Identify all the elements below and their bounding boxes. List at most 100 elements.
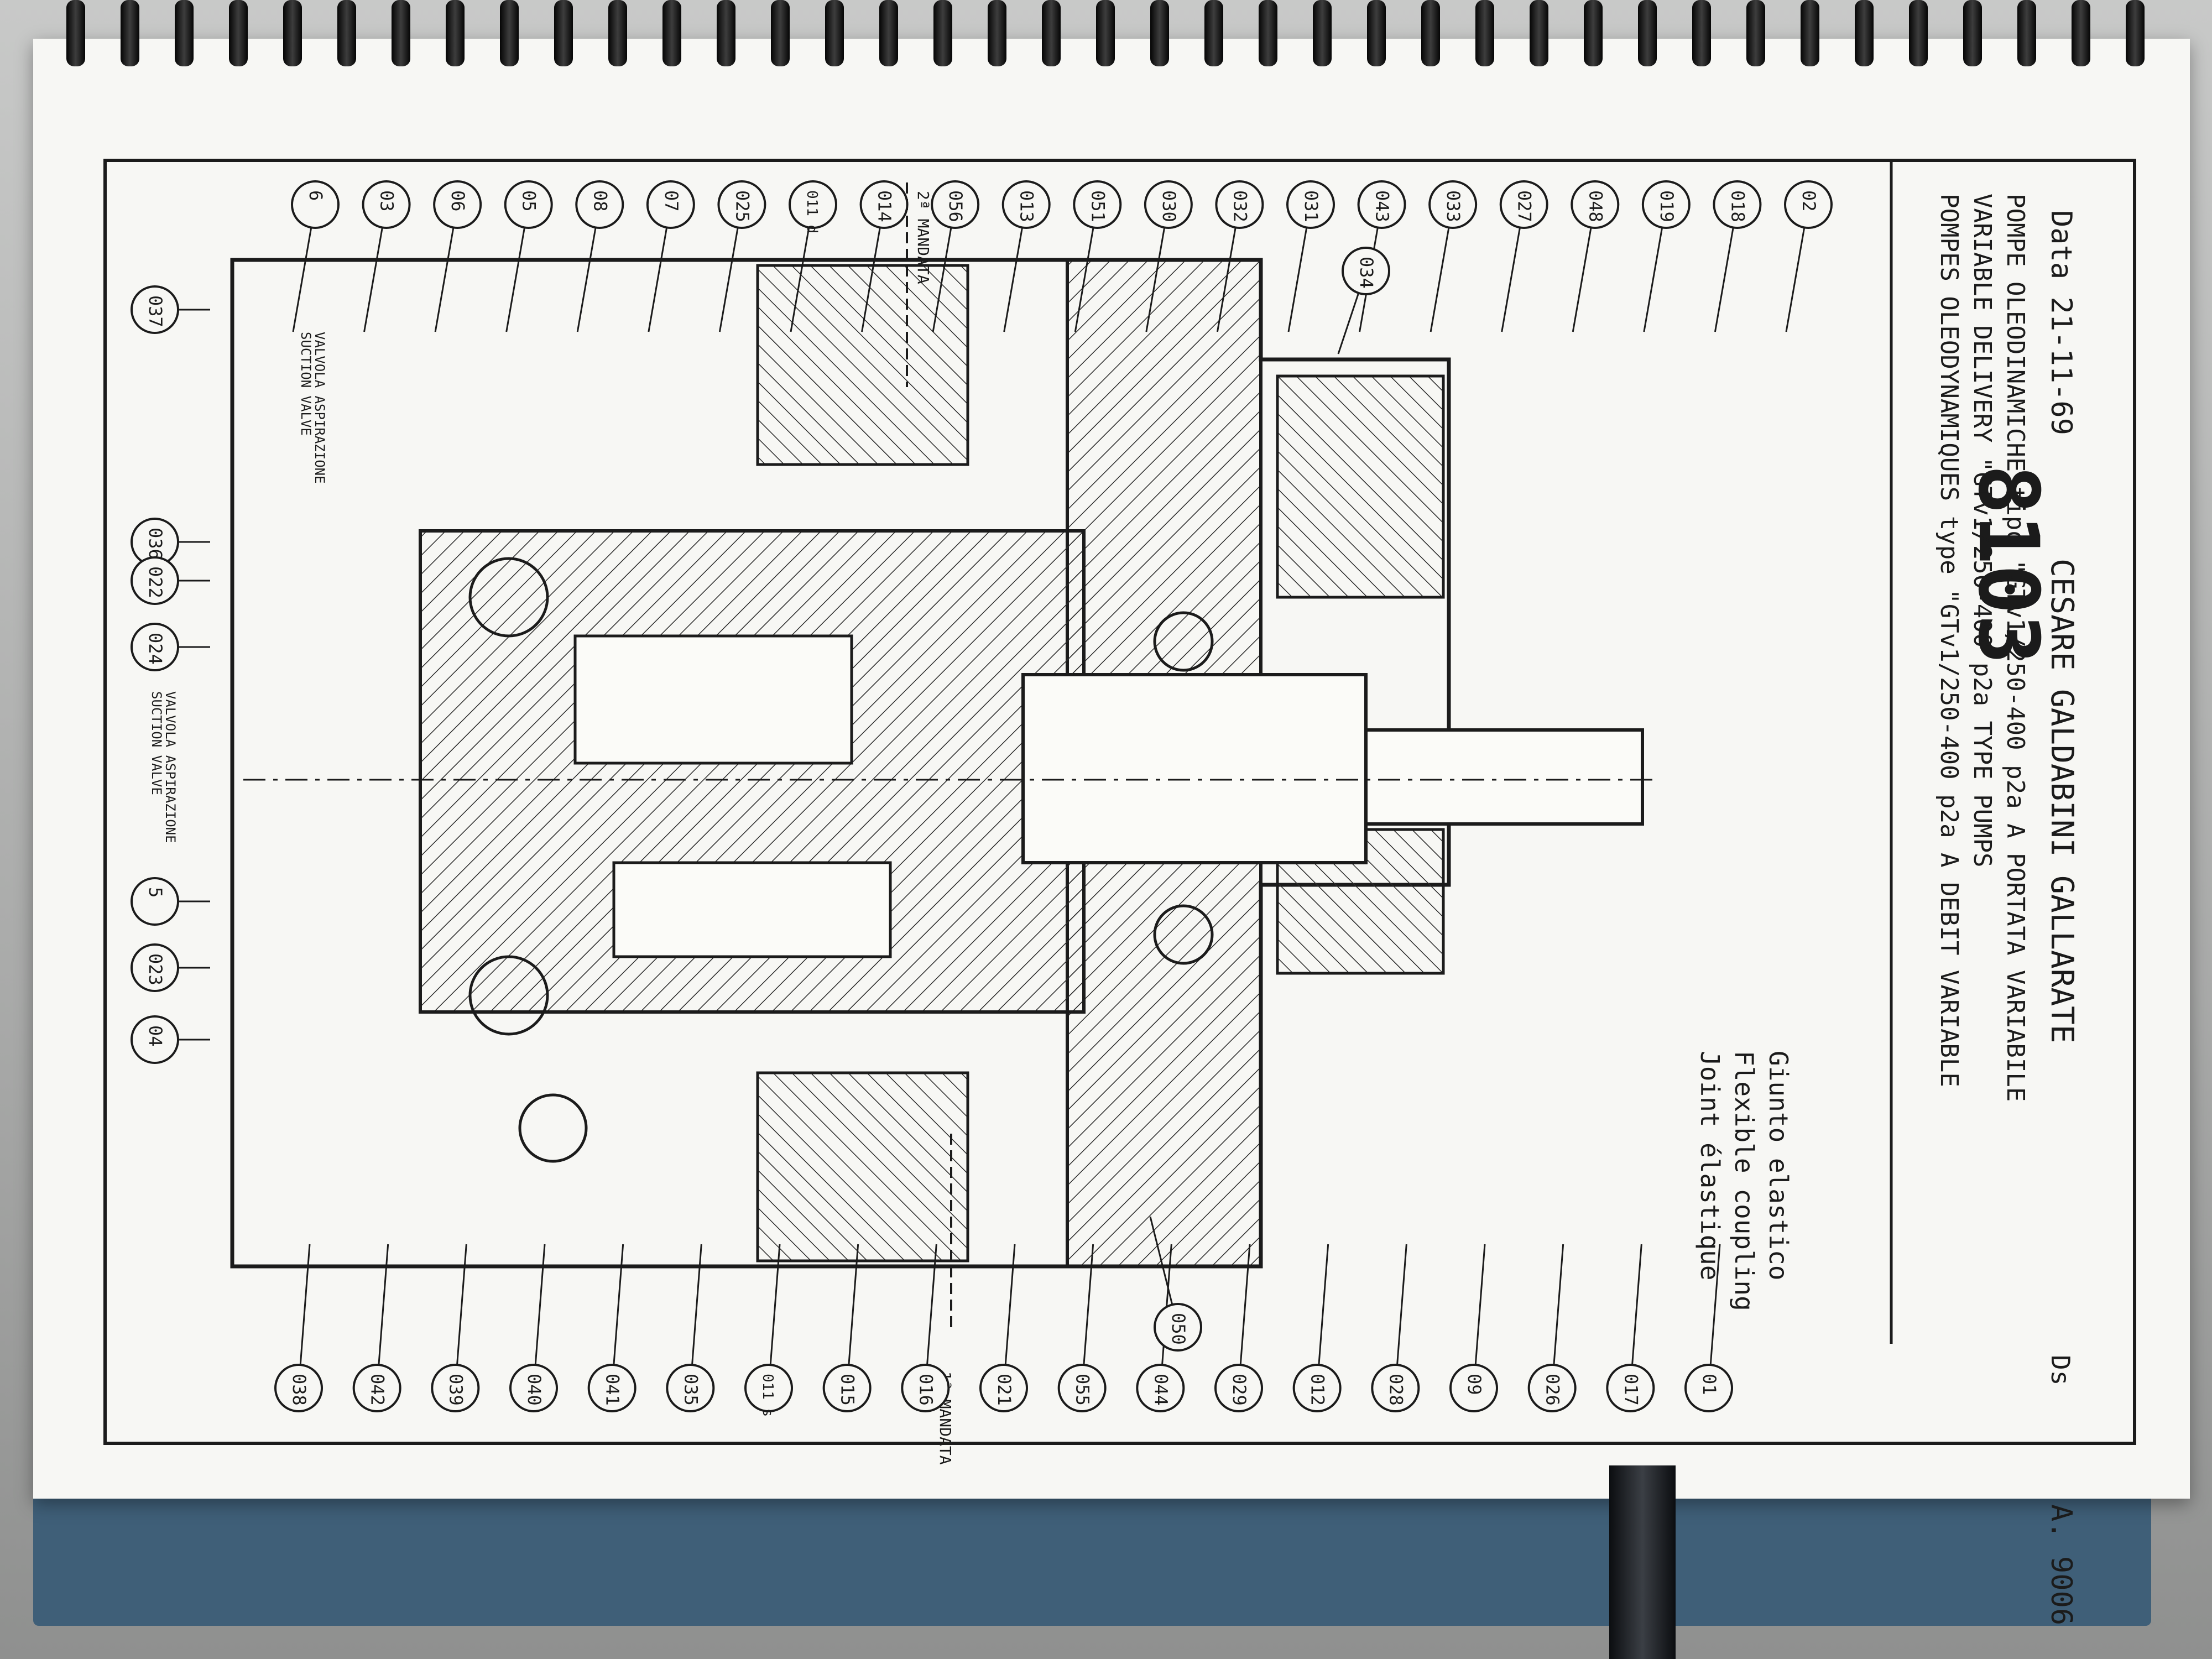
callout-top-4: 027 xyxy=(1499,180,1548,332)
title-french: POMPES OLEODYNAMIQUES type "GTv1/250-400… xyxy=(1935,194,1963,1087)
callout-label: 038 xyxy=(289,1374,310,1406)
coupling-note-en: Flexible coupling xyxy=(1729,1051,1759,1311)
callout-top-18: 05 xyxy=(504,180,553,332)
callout-label: 042 xyxy=(367,1374,388,1406)
binding-coil xyxy=(662,0,681,66)
callout-label: 019 xyxy=(1656,190,1677,222)
callout-label: 015 xyxy=(837,1374,858,1406)
piston-upper xyxy=(573,634,853,765)
drawing-ref: A. 9006 xyxy=(2044,1504,2078,1625)
callout-bubble xyxy=(291,180,340,229)
binding-coil xyxy=(825,0,844,66)
callout-bottom-1: 017 xyxy=(1606,1244,1655,1412)
callout-label: 08 xyxy=(589,190,611,212)
callout-bubble xyxy=(979,1364,1028,1412)
callout-bubble xyxy=(1499,180,1548,229)
callout-bubble xyxy=(352,1364,401,1412)
callout-top-3: 048 xyxy=(1571,180,1620,332)
callout-bubble xyxy=(1001,180,1051,229)
pen xyxy=(1609,1465,1676,1659)
callout-top-0: 02 xyxy=(1784,180,1833,332)
callout-label: 014 xyxy=(874,190,895,222)
drawing-frame xyxy=(103,159,2136,1445)
callout-label: 029 xyxy=(1229,1374,1250,1406)
lower-block xyxy=(756,1071,969,1262)
callout-bubble xyxy=(1154,1303,1202,1352)
callout-top-16: 07 xyxy=(646,180,695,332)
callout-top-17: 08 xyxy=(575,180,624,332)
binding-coil xyxy=(1096,0,1115,66)
binding-coil xyxy=(121,0,139,66)
coupling-note-fr: Joint élastique xyxy=(1695,1051,1725,1280)
title-block: Data 21-11-69 CESARE GALDABINI GALLARATE… xyxy=(1935,194,2080,1625)
callout-top-13: 014 xyxy=(859,180,909,332)
valve-port-bottom xyxy=(468,955,549,1036)
drawing-number: 8103 xyxy=(1960,465,2056,664)
callout-bubble xyxy=(131,943,179,992)
callout-bottom-9: 021 xyxy=(979,1244,1028,1412)
title-english: VARIABLE DELIVERY "GTv1/250-400 p2a TYPE… xyxy=(1968,194,1996,868)
callout-bottom-0: 01 xyxy=(1684,1244,1733,1412)
callout-bottom-10: 016 xyxy=(901,1244,950,1412)
callout-bubble xyxy=(1428,180,1478,229)
binding-coil xyxy=(446,0,465,66)
callout-left-6: 04 xyxy=(131,1015,210,1064)
callout-label: 021 xyxy=(994,1374,1015,1406)
callout-label: 050 xyxy=(1168,1313,1189,1345)
callout-label: 018 xyxy=(1727,190,1748,222)
callout-bubble xyxy=(131,556,179,605)
callout-bubble xyxy=(931,180,980,229)
callout-bubble xyxy=(822,1364,872,1412)
callout-bottom-13: 035 xyxy=(666,1244,715,1412)
callout-left-4: 5 xyxy=(131,877,210,926)
binding-coil xyxy=(1963,0,1982,66)
callout-label: 033 xyxy=(1443,190,1464,222)
callout-bubble xyxy=(1292,1364,1342,1412)
shaft-end xyxy=(1364,728,1644,826)
binding-coil xyxy=(283,0,302,66)
callout-bubble xyxy=(362,180,411,229)
callout-label: 09 xyxy=(1464,1374,1485,1395)
callout-bottom-18: 038 xyxy=(274,1244,323,1412)
callout-bottom-5: 012 xyxy=(1292,1244,1342,1412)
callout-label: 016 xyxy=(915,1374,936,1406)
callout-label: 5 xyxy=(145,887,166,898)
valve-port-top xyxy=(468,557,549,638)
date-text: Data 21-11-69 xyxy=(2044,210,2078,435)
binding-coil xyxy=(392,0,410,66)
callout-label: 011 d xyxy=(804,190,820,233)
callout-label: 022 xyxy=(145,566,166,598)
callout-label: 031 xyxy=(1301,190,1322,222)
callout-bubble xyxy=(575,180,624,229)
callout-bottom-17: 042 xyxy=(352,1244,401,1412)
title-italian: POMPE OLEODINAMICHE tipo "GTv1/250-400 p… xyxy=(2001,194,2030,1102)
callout-bubble xyxy=(131,877,179,926)
callout-bubble xyxy=(1136,1364,1185,1412)
upper-block xyxy=(756,264,969,466)
callout-bubble xyxy=(1214,1364,1263,1412)
callout-bubble xyxy=(1073,180,1122,229)
bearing-ball-1 xyxy=(1153,611,1214,672)
callout-label: 027 xyxy=(1514,190,1535,222)
callout-extra2-0: 050 xyxy=(1149,1216,1202,1352)
callout-label: 023 xyxy=(145,953,166,985)
binding-coil xyxy=(1042,0,1061,66)
callout-bubble xyxy=(901,1364,950,1412)
binding-coil xyxy=(988,0,1006,66)
callout-label: 03 xyxy=(377,190,398,212)
callout-label: 051 xyxy=(1087,190,1108,222)
callout-bubble xyxy=(646,180,695,229)
callout-bubble xyxy=(717,180,766,229)
callout-left-5: 023 xyxy=(131,943,210,992)
callout-bubble xyxy=(1713,180,1762,229)
callout-label: 02 xyxy=(1798,190,1819,212)
callout-bubble xyxy=(131,285,179,334)
pump-section xyxy=(230,182,1659,1327)
callout-label: 034 xyxy=(1356,257,1377,289)
binding-coil xyxy=(879,0,898,66)
callout-label: 040 xyxy=(524,1374,545,1406)
callout-bottom-8: 055 xyxy=(1057,1244,1107,1412)
piston-lower xyxy=(612,861,892,958)
callout-label: 041 xyxy=(602,1374,623,1406)
